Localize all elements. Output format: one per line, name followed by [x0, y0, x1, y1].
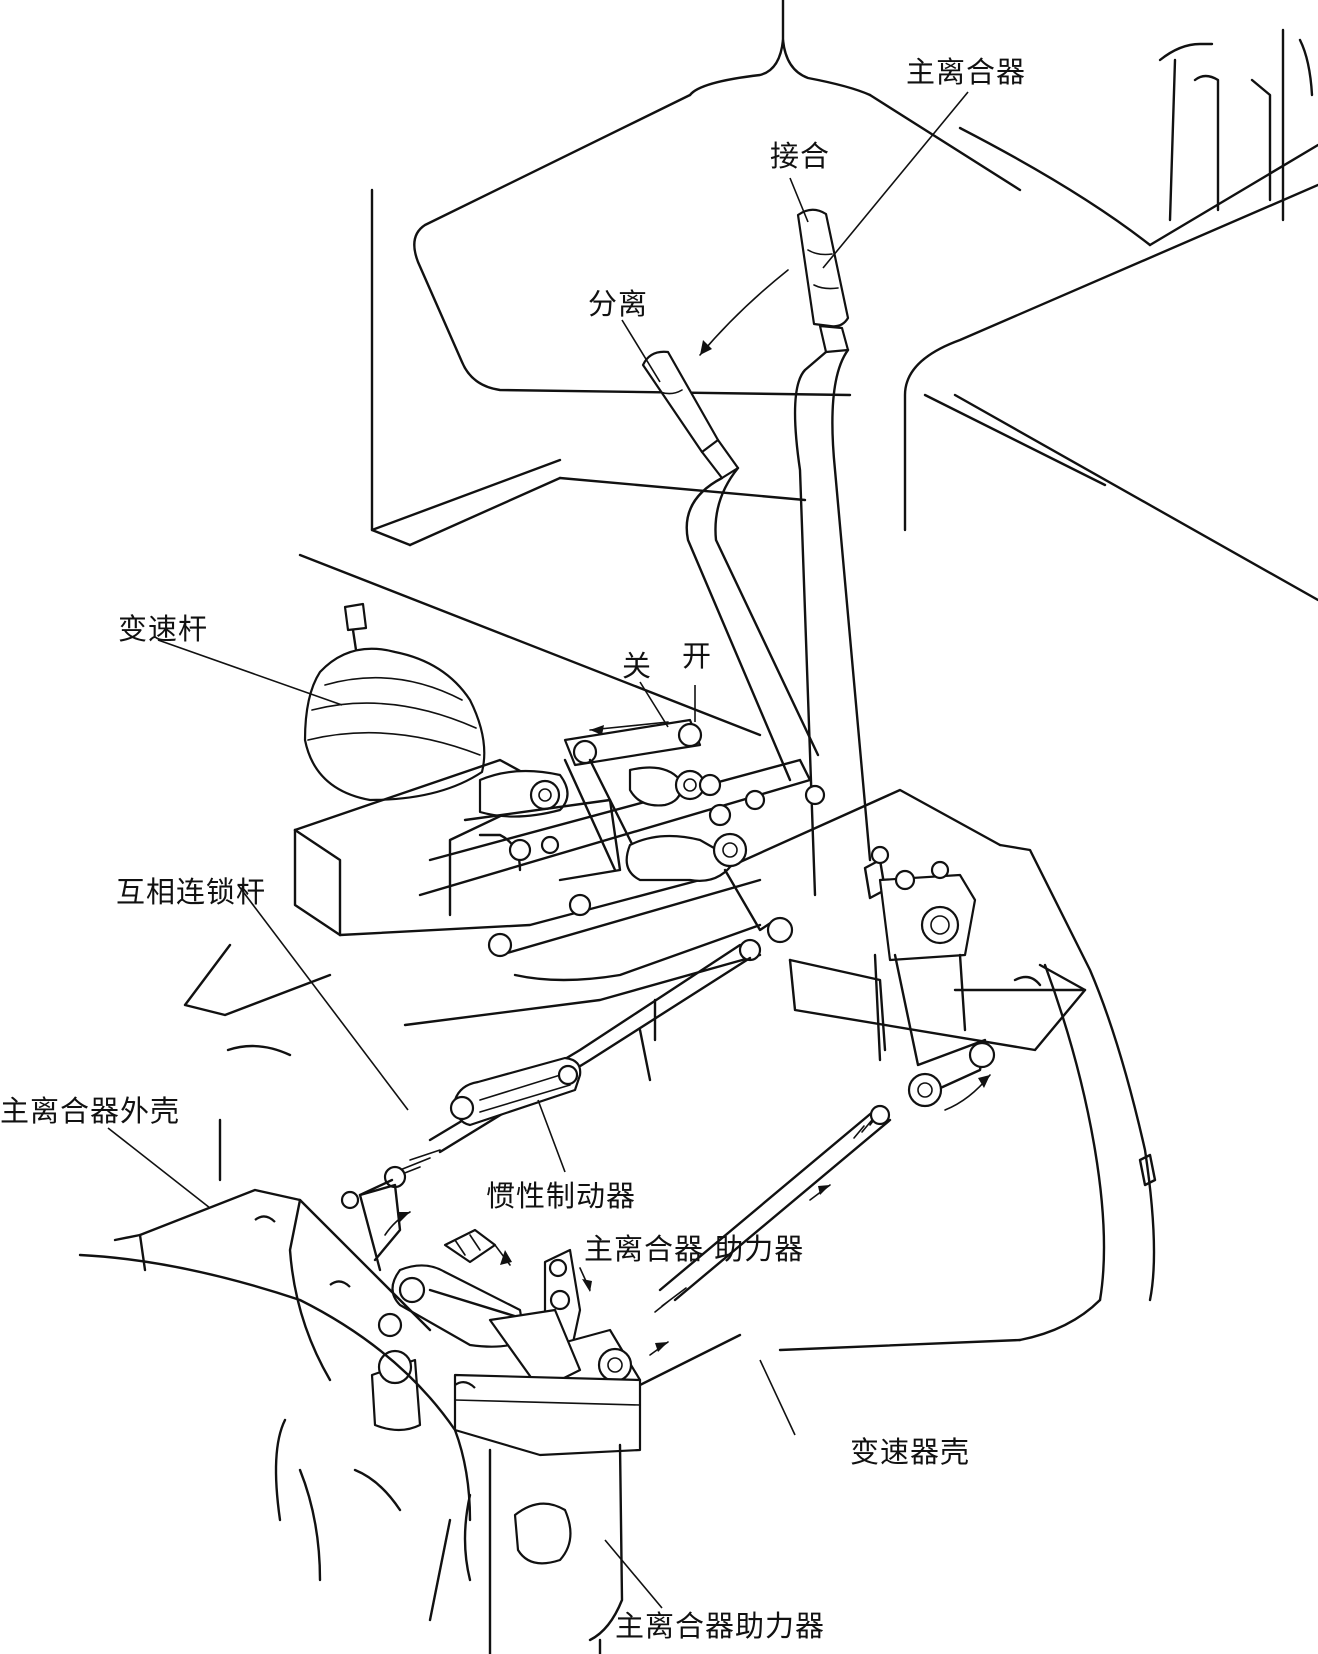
gear-lever-boot: [293, 602, 557, 937]
label-main-clutch-housing: 主离合器外壳: [0, 1094, 181, 1128]
label-main-clutch: 主离合器: [906, 55, 1027, 89]
label-disengage: 分离: [588, 287, 649, 321]
right-pivot-assembly: [870, 845, 996, 1111]
clutch-lever-disengaged: [641, 350, 820, 782]
booster-rod: [649, 1104, 892, 1356]
label-main-clutch-booster-upper: 主离合器 助力器: [584, 1232, 805, 1266]
label-main-clutch-booster-lower: 主离合器助力器: [615, 1609, 826, 1643]
label-gear-lever: 变速杆: [118, 612, 209, 646]
label-close: 关: [622, 649, 653, 683]
cab-structure: [370, 0, 1318, 602]
lever-motion-arrow: [699, 269, 789, 356]
booster-cylinder-lower: [428, 1443, 624, 1654]
label-transmission-case: 变速器壳: [850, 1435, 971, 1469]
label-engage: 接合: [770, 139, 831, 173]
clutch-lever-engaged: [793, 208, 872, 897]
leader-lines: [107, 91, 969, 1609]
label-interlock-rod: 互相连锁杆: [116, 875, 267, 909]
interlock-linkage: [340, 943, 752, 1272]
label-open: 开: [682, 639, 713, 673]
valve-switch-assembly: [463, 718, 826, 962]
clutch-booster-assembly: [370, 1228, 642, 1457]
main-clutch-housing: [78, 1188, 476, 1582]
label-inertia-brake: 惯性制动器: [486, 1179, 637, 1213]
